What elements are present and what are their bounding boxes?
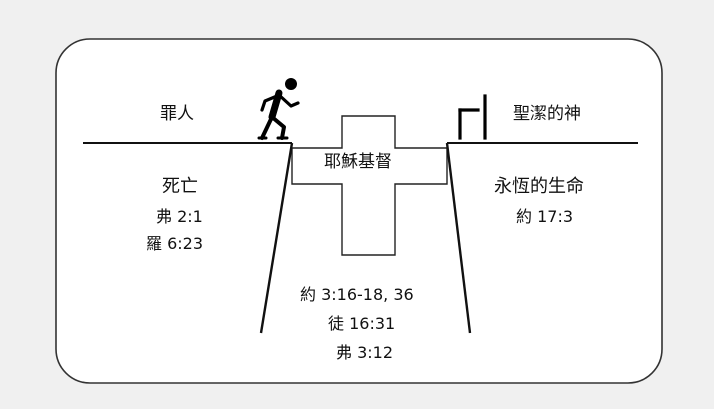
left-side-title: 罪人	[160, 104, 194, 124]
bridge-reference-2: 徒 16:31	[328, 314, 396, 333]
walking-person-icon	[257, 78, 300, 140]
right-side-line-2: 約 17:3	[516, 207, 574, 226]
bridge-reference-1: 約 3:16-18, 36	[300, 285, 414, 304]
left-side-line-3: 羅 6:23	[146, 234, 204, 253]
cross-label: 耶穌基督	[324, 152, 392, 172]
chair-icon	[458, 94, 487, 140]
right-side-title: 聖潔的神	[513, 104, 581, 124]
right-side-line-1: 永恆的生命	[494, 176, 584, 197]
left-side-line-2: 弗 2:1	[156, 207, 203, 226]
right-chasm-wall	[445, 142, 472, 334]
bridge-reference-3: 弗 3:12	[336, 343, 394, 362]
left-chasm-wall	[259, 142, 294, 334]
left-side-line-1: 死亡	[162, 176, 198, 197]
